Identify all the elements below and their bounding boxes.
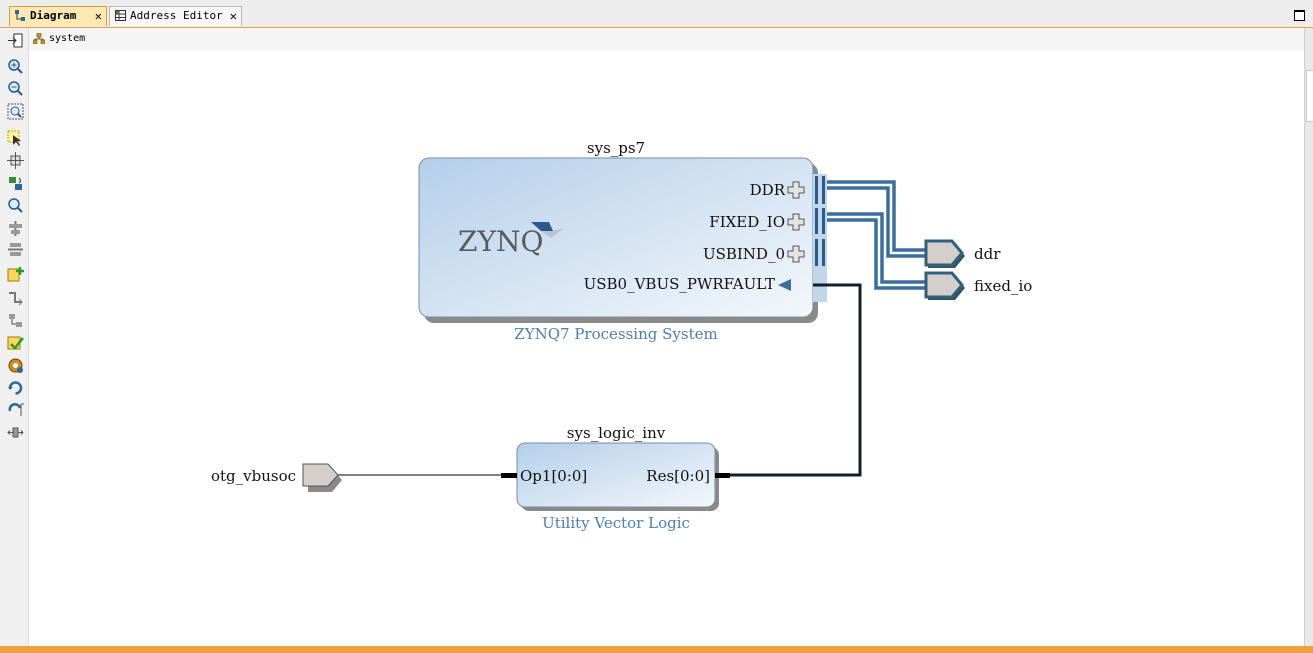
ddr-bus-wire[interactable]	[827, 180, 926, 258]
tab-diagram[interactable]: Diagram ✕	[9, 6, 107, 26]
close-icon[interactable]: ✕	[94, 9, 102, 23]
refresh-icon[interactable]	[7, 175, 24, 192]
expand-plus-icon[interactable]	[787, 245, 805, 263]
validate-icon[interactable]	[7, 335, 24, 352]
route-icon[interactable]	[7, 290, 24, 307]
diagram-canvas[interactable]: sys_ps7 ZYNQ DDR FIXED_IO USBIND_0 USB0_…	[29, 50, 1305, 646]
port-ddr-label: DDR	[750, 181, 786, 199]
external-port-fixed-io[interactable]: fixed_io	[924, 271, 1032, 300]
add-ip-icon[interactable]	[7, 266, 24, 283]
external-port-ddr-label: ddr	[974, 245, 1001, 263]
logic-out-port-label: Res[0:0]	[646, 467, 710, 485]
zynq-logo-text: ZYNQ	[458, 225, 543, 258]
logic-in-port-label: Op1[0:0]	[520, 467, 587, 485]
external-port-otg-vbusoc[interactable]: otg_vbusoc	[211, 463, 342, 492]
external-port-otg-label: otg_vbusoc	[211, 467, 296, 485]
logic-instance-name: sys_logic_inv	[567, 424, 666, 442]
settings-icon[interactable]	[7, 357, 24, 374]
zoom-in-icon[interactable]	[7, 58, 24, 75]
zynq-logo: ZYNQ	[458, 222, 564, 258]
distribute-icon[interactable]	[7, 241, 24, 258]
diagram-icon	[15, 10, 25, 21]
zoom-fit-icon[interactable]	[7, 103, 24, 120]
regenerate-layout-icon[interactable]	[7, 312, 24, 329]
address-editor-icon	[115, 10, 126, 21]
expand-plus-icon[interactable]	[787, 181, 805, 199]
ps7-instance-name: sys_ps7	[587, 139, 645, 157]
zoom-out-icon[interactable]	[7, 80, 24, 97]
tab-address-editor[interactable]: Address Editor ✕	[109, 6, 242, 26]
reload-icon[interactable]	[7, 401, 24, 418]
port-usbind-label: USBIND_0	[703, 245, 785, 263]
fit-selection-icon[interactable]	[7, 32, 24, 49]
hierarchy-icon	[33, 33, 45, 44]
tab-diagram-label: Diagram	[30, 9, 77, 22]
breadcrumb: system	[29, 28, 1305, 50]
port-fixed-io-label: FIXED_IO	[709, 213, 785, 231]
diagram-toolbar	[0, 28, 29, 648]
vertical-scrollbar[interactable]	[1304, 28, 1313, 646]
search-icon[interactable]	[7, 197, 24, 214]
fixed-io-bus-wire[interactable]	[827, 212, 926, 290]
select-icon[interactable]	[7, 130, 24, 147]
external-port-fixed-io-label: fixed_io	[974, 277, 1032, 295]
port-usb0-vbus-pwrfault-label: USB0_VBUS_PWRFAULT	[584, 275, 775, 293]
tab-bar: Diagram ✕ Address Editor ✕	[0, 0, 1313, 28]
external-port-ddr[interactable]: ddr	[924, 239, 1001, 268]
logic-inv-block[interactable]: sys_logic_inv Op1[0:0] Res[0:0] Utility …	[501, 424, 730, 532]
bus-pins	[813, 174, 827, 302]
expand-plus-icon[interactable]	[787, 213, 805, 231]
status-strip	[0, 646, 1313, 653]
scrollbar-thumb[interactable]	[1306, 70, 1313, 122]
pwrfault-net-wire[interactable]	[728, 283, 862, 477]
ps7-block[interactable]: sys_ps7 ZYNQ DDR FIXED_IO USBIND_0 USB0_…	[418, 139, 827, 343]
ps7-type-label: ZYNQ7 Processing System	[514, 325, 717, 343]
move-icon[interactable]	[7, 152, 24, 169]
expand-icon[interactable]	[7, 424, 24, 441]
rotate-icon[interactable]	[7, 379, 24, 396]
logic-type-label: Utility Vector Logic	[542, 514, 690, 532]
maximize-icon[interactable]	[1294, 10, 1305, 21]
breadcrumb-system[interactable]: system	[49, 33, 86, 44]
tab-address-editor-label: Address Editor	[130, 9, 223, 22]
close-icon[interactable]: ✕	[229, 9, 237, 23]
align-icon[interactable]	[7, 220, 24, 237]
input-pin-icon	[778, 279, 791, 291]
